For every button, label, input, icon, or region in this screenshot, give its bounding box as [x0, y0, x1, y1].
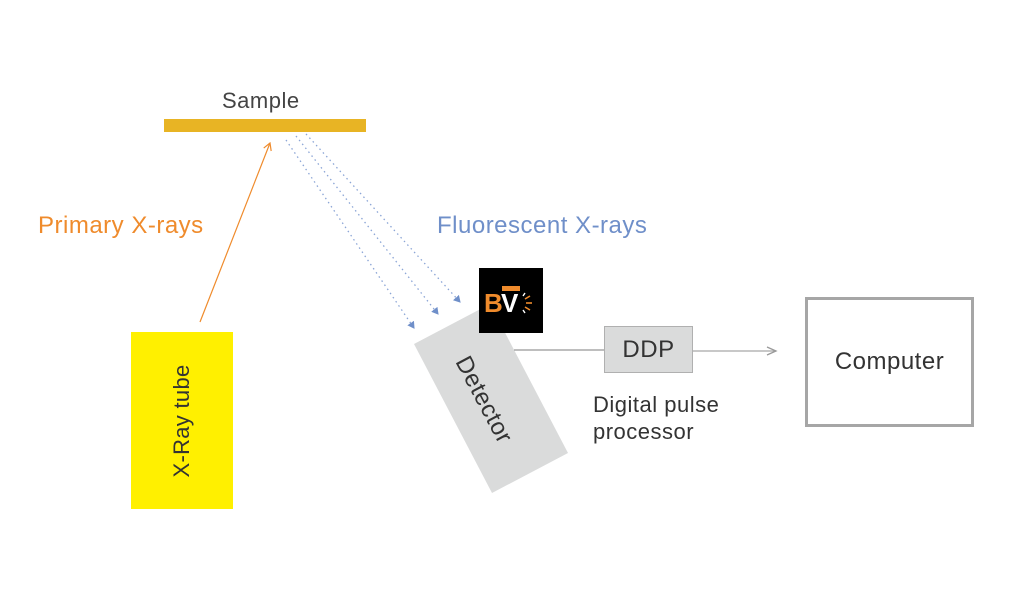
ddp-description-line1: Digital pulse [593, 392, 720, 417]
fluorescent-xray-ray [295, 135, 439, 315]
ddp-description: Digital pulse processor [593, 391, 719, 445]
svg-text:B: B [484, 288, 503, 318]
bvt-logo-icon: B V [479, 268, 543, 333]
fluorescent-xrays-label: Fluorescent X-rays [437, 212, 648, 239]
sample-label: Sample [222, 88, 300, 113]
computer-label: Computer [834, 348, 945, 375]
svg-text:V: V [501, 288, 519, 318]
ddp-label: DDP [622, 335, 675, 363]
ddp-description-line2: processor [593, 419, 695, 444]
detector [414, 304, 568, 493]
ddp-box: DDP [604, 326, 693, 373]
fluorescent-xray-ray [285, 139, 415, 329]
primary-xrays-label: Primary X-rays [38, 212, 204, 239]
sample-bar [164, 119, 366, 132]
xray-tube-label: X-Ray tube [169, 363, 194, 478]
primary-xray-arrow [199, 141, 272, 323]
computer-box: Computer [805, 297, 974, 427]
xray-tube: X-Ray tube [131, 332, 233, 509]
